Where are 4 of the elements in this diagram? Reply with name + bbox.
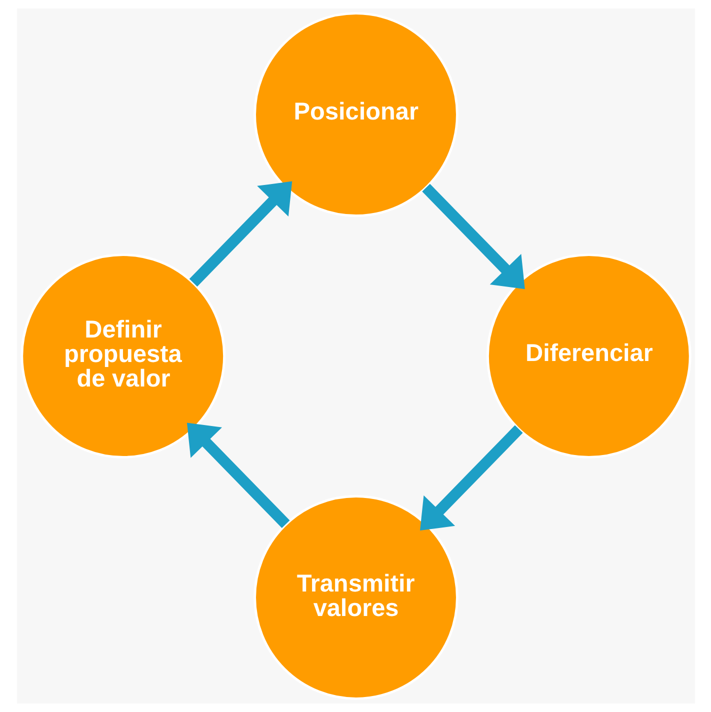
arrow <box>420 425 522 531</box>
arrow <box>188 181 292 287</box>
arrow <box>422 184 524 290</box>
arrow <box>186 422 290 528</box>
